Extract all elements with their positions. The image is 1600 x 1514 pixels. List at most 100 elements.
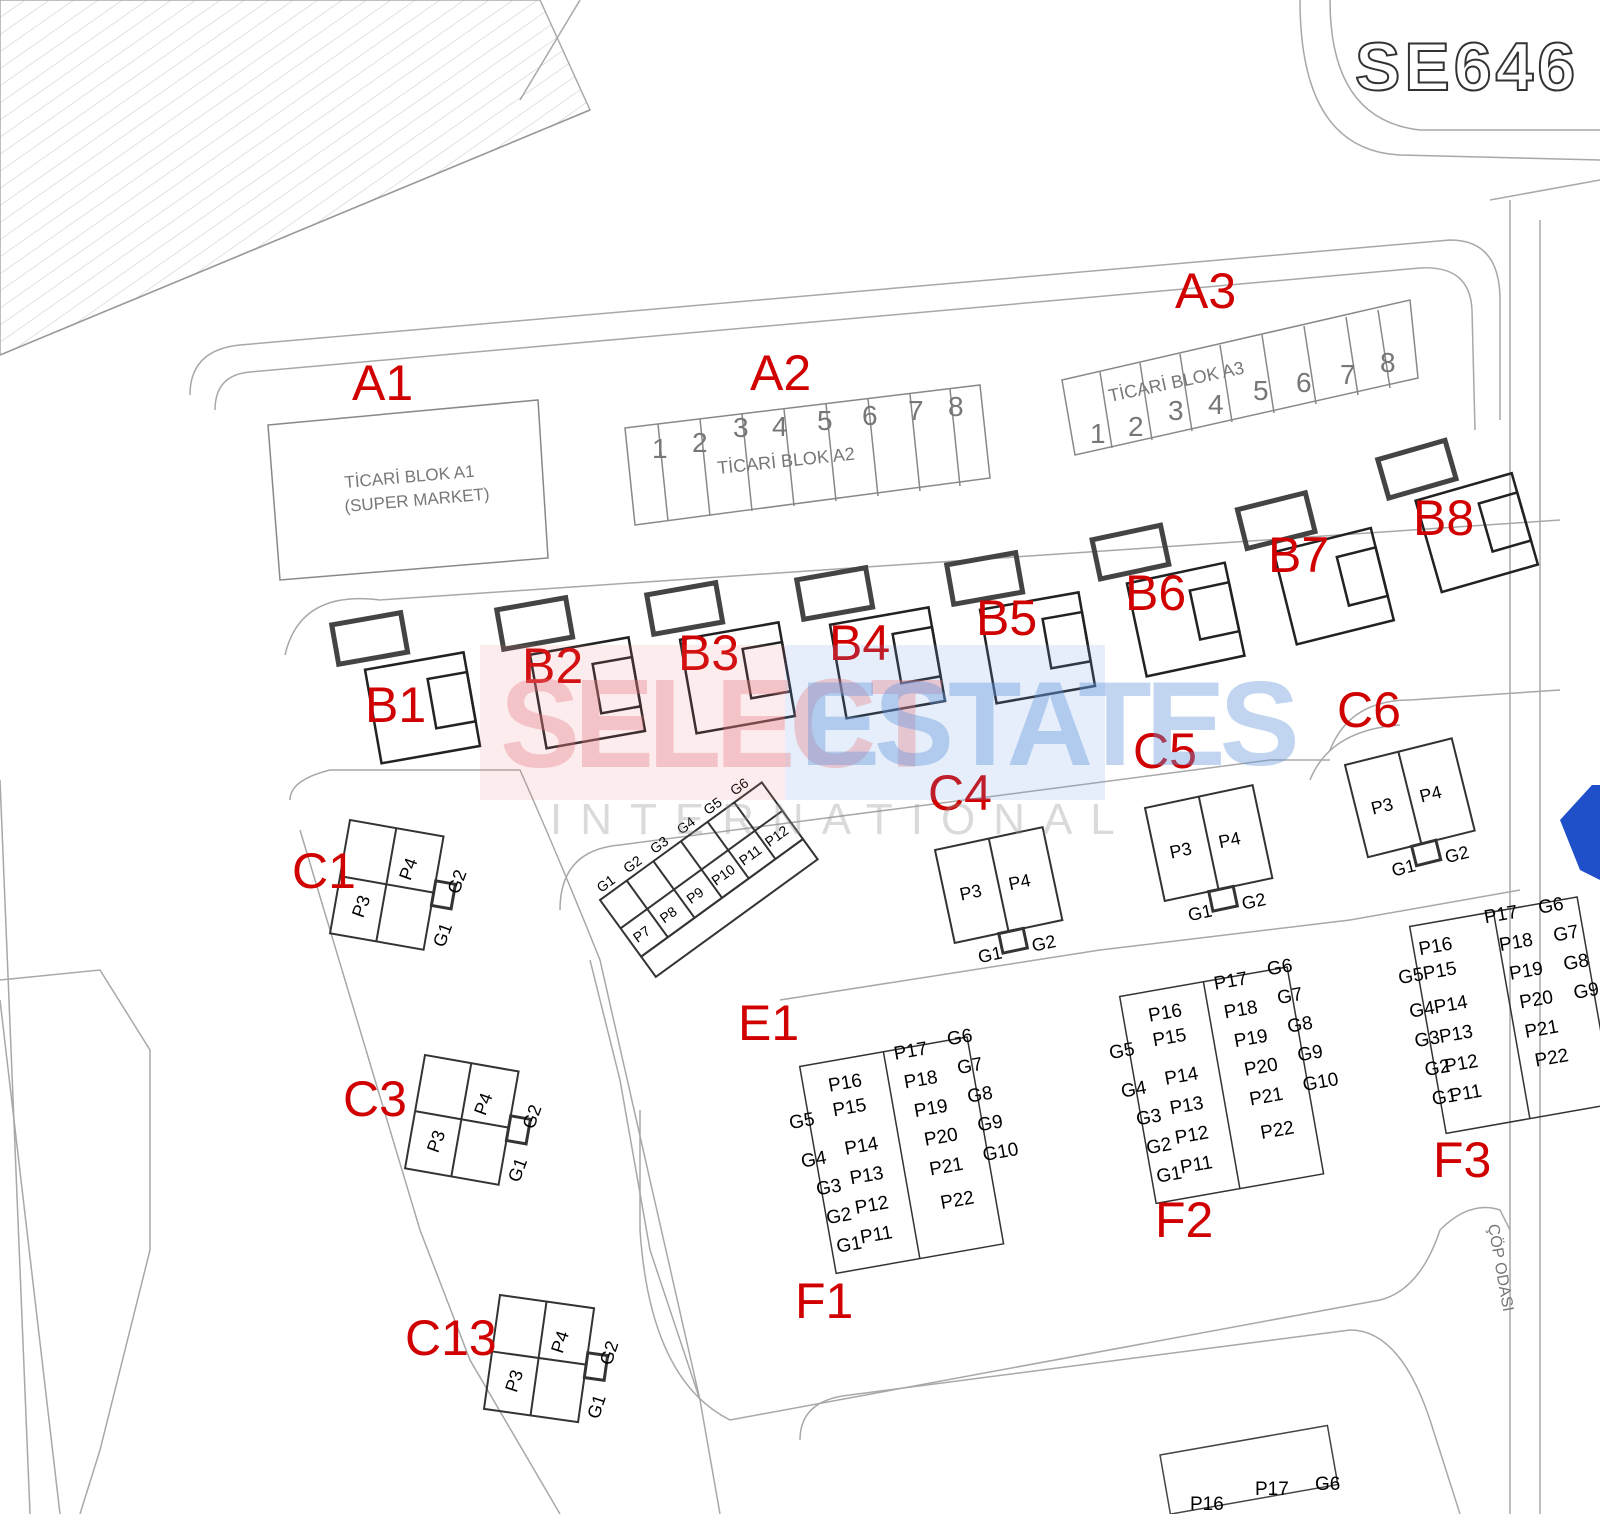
label-b1[interactable]: B1 <box>365 677 426 733</box>
c6-p4: P4 <box>1418 782 1444 807</box>
e1-p11: P11 <box>736 842 765 869</box>
f3-p16: P16 <box>1417 934 1454 961</box>
f1-p22: P22 <box>939 1187 976 1214</box>
villa-b2[interactable] <box>493 588 647 753</box>
label-f1[interactable]: F1 <box>795 1273 853 1329</box>
f3-p22: P22 <box>1533 1045 1570 1072</box>
f2-p11: P11 <box>1179 1152 1215 1178</box>
f1-p17: P17 <box>892 1038 929 1065</box>
e1-g4: G4 <box>674 813 699 837</box>
label-c4[interactable]: C4 <box>928 765 992 821</box>
e1-g1: G1 <box>593 871 618 895</box>
c4-building[interactable]: P3 P4 G1 G2 <box>933 825 1068 971</box>
f3-g1: G1 <box>1430 1085 1459 1110</box>
label-c6[interactable]: C6 <box>1337 682 1401 738</box>
label-f3[interactable]: F3 <box>1433 1132 1491 1188</box>
villa-b5[interactable] <box>943 543 1097 708</box>
e1-g5: G5 <box>700 794 725 818</box>
c3-building[interactable]: P3 P4 G1 G2 <box>403 1053 551 1190</box>
a3-unit-8: 8 <box>1380 347 1396 378</box>
f1-g6: G6 <box>946 1025 975 1050</box>
a3-unit-7: 7 <box>1340 359 1356 390</box>
label-b3[interactable]: B3 <box>678 625 739 681</box>
label-b7[interactable]: B7 <box>1268 527 1329 583</box>
villa-b6[interactable] <box>1089 514 1246 682</box>
f3-p21: P21 <box>1523 1016 1560 1043</box>
f1-building[interactable]: P16 P15 P14 P13 P12 P11 P17 P18 P19 P20 … <box>778 1021 1034 1277</box>
label-b6[interactable]: B6 <box>1125 565 1186 621</box>
c4-p3: P3 <box>958 880 984 904</box>
f3-p14: P14 <box>1432 992 1469 1019</box>
f1-g2: G2 <box>825 1204 854 1229</box>
f3-p19: P19 <box>1508 958 1545 985</box>
c3-p4: P4 <box>470 1090 496 1118</box>
e1-g6: G6 <box>727 774 752 798</box>
label-f2[interactable]: F2 <box>1155 1192 1213 1248</box>
a2-unit-6: 6 <box>862 400 878 431</box>
villa-b4[interactable] <box>793 558 947 723</box>
c4-p4: P4 <box>1007 870 1033 894</box>
e1-p9: P9 <box>683 884 706 907</box>
c1-g2: G2 <box>444 867 471 896</box>
label-b5[interactable]: B5 <box>976 590 1037 646</box>
c6-building[interactable]: P3 P4 G1 G2 <box>1343 737 1482 885</box>
c13-building[interactable]: P3 P4 G1 G2 <box>482 1293 627 1427</box>
c5-g1: G1 <box>1186 901 1214 926</box>
f2-p14: P14 <box>1163 1063 1200 1090</box>
label-a1[interactable]: A1 <box>352 355 413 411</box>
f2-building[interactable]: P16 P15 P14 P13 P12 P11 P17 P18 P19 P20 … <box>1098 951 1354 1207</box>
f-blocks: P16 P15 P14 P13 P12 P11 P17 P18 P19 P20 … <box>778 890 1600 1277</box>
c5-building[interactable]: P3 P4 G1 G2 <box>1143 783 1278 929</box>
villa-b8[interactable] <box>1374 425 1540 599</box>
villa-b3[interactable] <box>643 573 797 738</box>
commercial-a3[interactable] <box>1061 299 1419 456</box>
f3-g3: G3 <box>1413 1027 1442 1052</box>
villa-b1[interactable] <box>328 603 482 768</box>
commercial-a1[interactable]: TİCARİ BLOK A1 (SUPER MARKET) <box>267 399 549 581</box>
c5-p4: P4 <box>1217 828 1243 852</box>
f2-g8: G8 <box>1286 1013 1315 1038</box>
f3-g6: G6 <box>1537 894 1566 919</box>
c3-g2: G2 <box>519 1102 546 1131</box>
label-c3[interactable]: C3 <box>343 1071 407 1127</box>
label-c13[interactable]: C13 <box>405 1310 497 1366</box>
bottom-partial-block: P16 P17 G6 <box>1159 1424 1340 1514</box>
a2-unit-4: 4 <box>772 411 788 442</box>
e1-building[interactable]: G1 G2 G3 G4 G5 G6 P7 P8 P9 P10 P11 P12 <box>589 768 820 979</box>
a3-unit-3: 3 <box>1168 395 1184 426</box>
label-b2[interactable]: B2 <box>522 638 583 694</box>
label-b8[interactable]: B8 <box>1413 490 1474 546</box>
property-code: SE646 <box>1354 28 1580 106</box>
c13-g1: G1 <box>583 1392 609 1421</box>
f1-g8: G8 <box>966 1083 995 1108</box>
a2-unit-8: 8 <box>948 391 964 422</box>
f1-p18: P18 <box>902 1067 939 1094</box>
f2-p15: P15 <box>1151 1025 1188 1052</box>
f3-g2: G2 <box>1423 1056 1452 1081</box>
a2-unit-5: 5 <box>817 405 833 436</box>
label-a2[interactable]: A2 <box>750 345 811 401</box>
label-c5[interactable]: C5 <box>1133 723 1197 779</box>
label-e1[interactable]: E1 <box>738 995 799 1051</box>
villa-b7[interactable] <box>1234 479 1396 650</box>
c5-p3: P3 <box>1168 838 1194 862</box>
f1-g10: G10 <box>981 1139 1020 1166</box>
f2-g10: G10 <box>1301 1069 1340 1096</box>
hatched-parcel <box>0 0 592 356</box>
f1-g9: G9 <box>976 1111 1005 1136</box>
a3-unit-1: 1 <box>1090 418 1106 449</box>
f3-p13: P13 <box>1438 1021 1475 1048</box>
f3-p18: P18 <box>1498 930 1535 957</box>
f3-p15: P15 <box>1421 958 1458 985</box>
commercial-a2[interactable] <box>624 384 991 526</box>
f3-building[interactable]: P16 P15 P14 P13 P12 P11 P17 P18 P19 P20 … <box>1389 890 1600 1137</box>
f3-g4: G4 <box>1408 998 1437 1023</box>
f1-p15: P15 <box>831 1095 868 1122</box>
label-b4[interactable]: B4 <box>829 615 890 671</box>
f3-g8: G8 <box>1562 950 1591 975</box>
c13-p3: P3 <box>501 1367 527 1394</box>
c4-g1: G1 <box>976 943 1004 968</box>
label-a3[interactable]: A3 <box>1175 263 1236 319</box>
label-c1[interactable]: C1 <box>292 843 356 899</box>
